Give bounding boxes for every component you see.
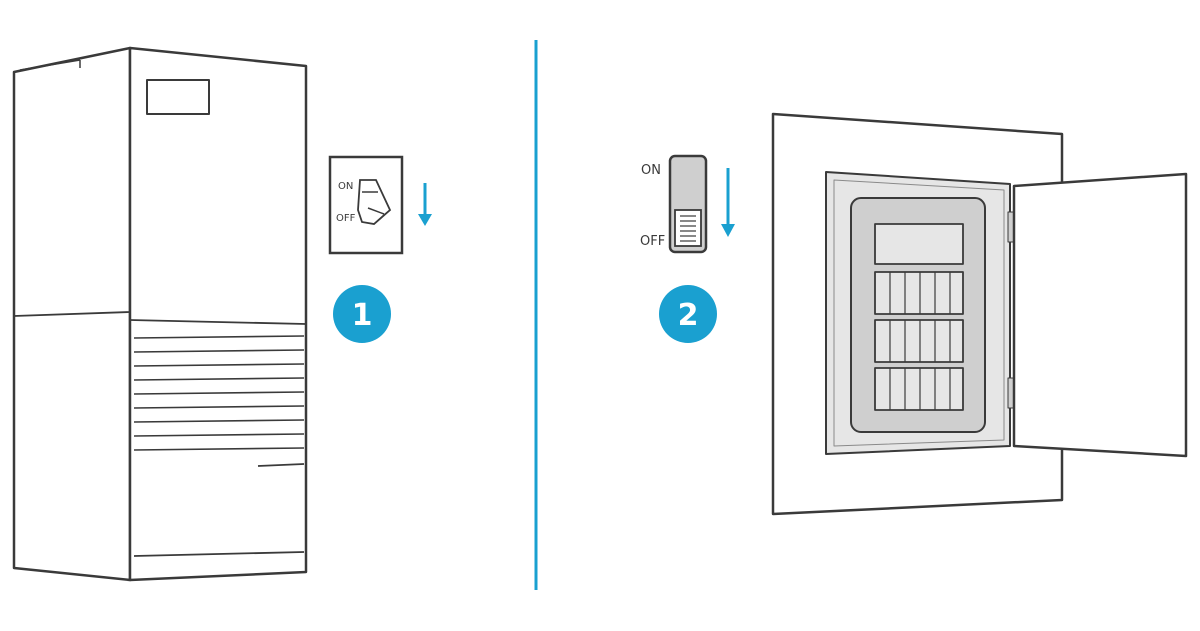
toggle-on-label: ON	[338, 181, 353, 192]
breaker-row	[874, 271, 964, 315]
breaker-on-label: ON	[641, 163, 661, 178]
furnace-label-window	[146, 79, 210, 115]
step-number-2: 2	[678, 298, 699, 333]
furnace-vent-louvers	[133, 335, 305, 451]
breaker-off-label: OFF	[640, 234, 665, 249]
breaker-switch: ON OFF	[640, 154, 708, 254]
step-number-1: 1	[352, 298, 373, 333]
furnace-front-panel	[128, 46, 308, 582]
toggle-off-label: OFF	[336, 213, 356, 224]
step-badge-2: 2	[659, 285, 717, 343]
arrow-down-icon	[418, 183, 432, 226]
step-badge-1: 1	[333, 285, 391, 343]
breaker-row	[874, 367, 964, 411]
panel-label-box	[874, 223, 964, 265]
panel-door-open	[1012, 172, 1188, 458]
arrow-down-icon	[721, 168, 735, 237]
furnace-unit	[12, 46, 308, 582]
breaker-panel	[771, 112, 1188, 516]
wall-toggle-switch: ON OFF	[328, 155, 404, 255]
breaker-row	[874, 319, 964, 363]
furnace-door-handle	[257, 463, 305, 467]
